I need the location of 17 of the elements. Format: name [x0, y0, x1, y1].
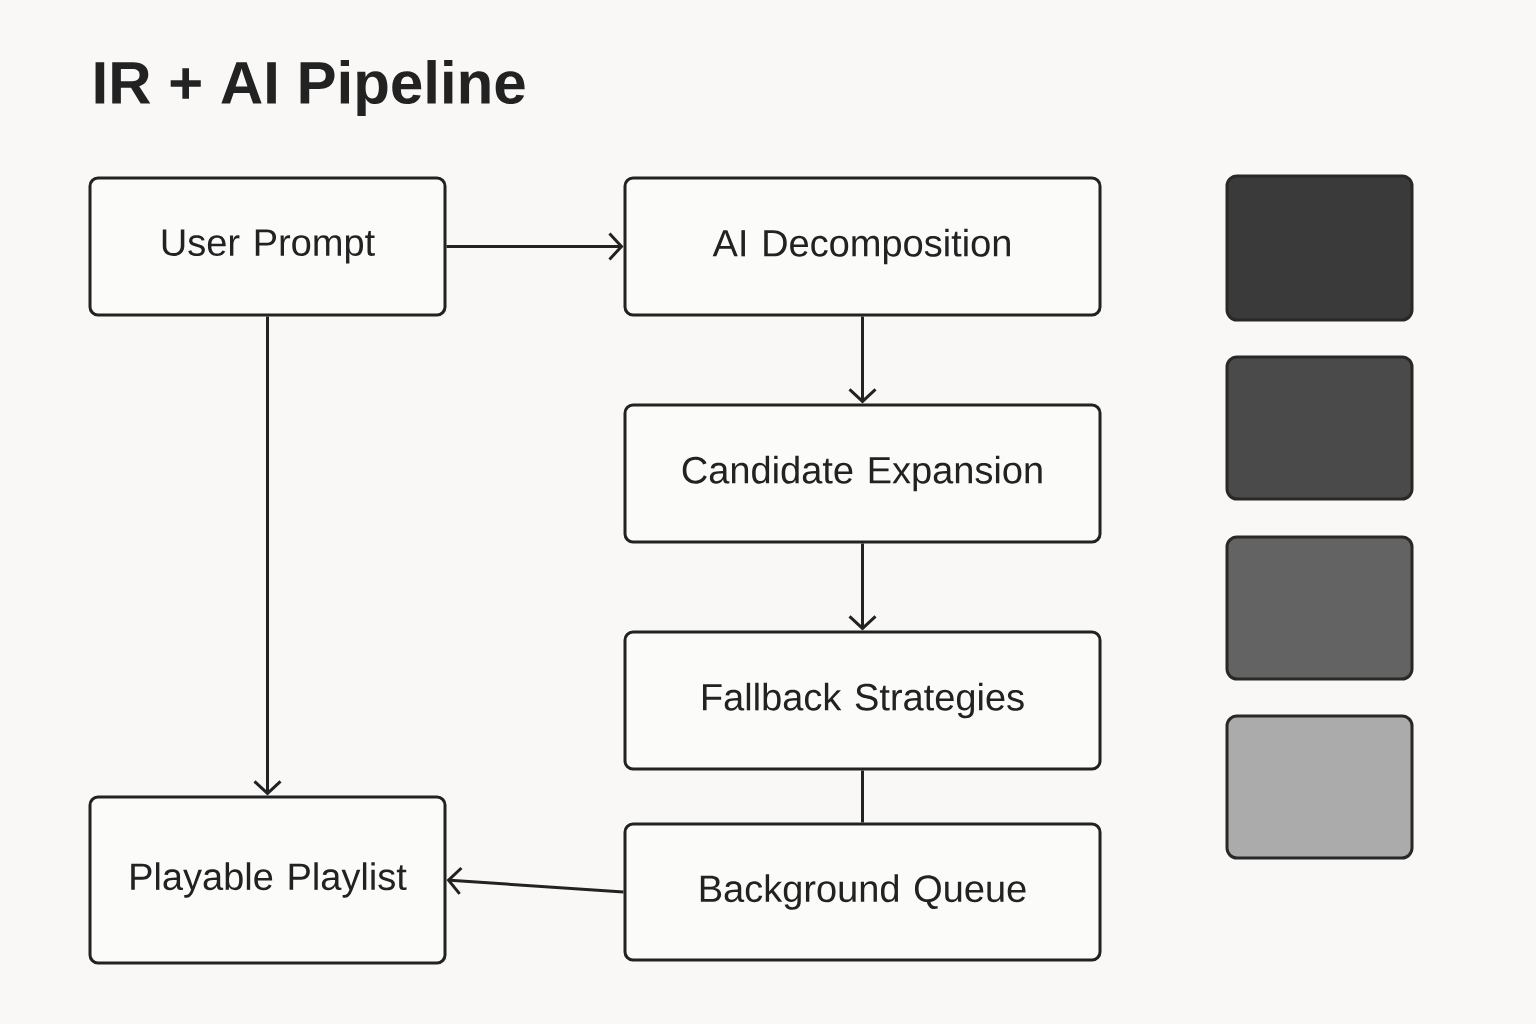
process-box: Playable Playlist — [88, 795, 447, 965]
title: IR + AI Pipeline — [95, 60, 525, 116]
process-box: AI Decomposition — [623, 176, 1102, 317]
swatch-box — [1225, 714, 1414, 860]
process-box: Candidate Expansion — [623, 403, 1102, 544]
arrow — [446, 232, 624, 261]
arrow — [253, 316, 282, 796]
swatch-box — [1225, 174, 1414, 322]
swatch-box — [1225, 355, 1414, 501]
swatch-box — [1225, 535, 1414, 681]
arrow — [848, 543, 877, 631]
process-box: User Prompt — [88, 176, 447, 317]
arrow — [848, 316, 877, 404]
arrow — [446, 866, 624, 895]
connector-line — [861, 770, 864, 823]
process-box: Background Queue — [623, 822, 1102, 962]
process-box: Fallback Strategies — [623, 630, 1102, 771]
